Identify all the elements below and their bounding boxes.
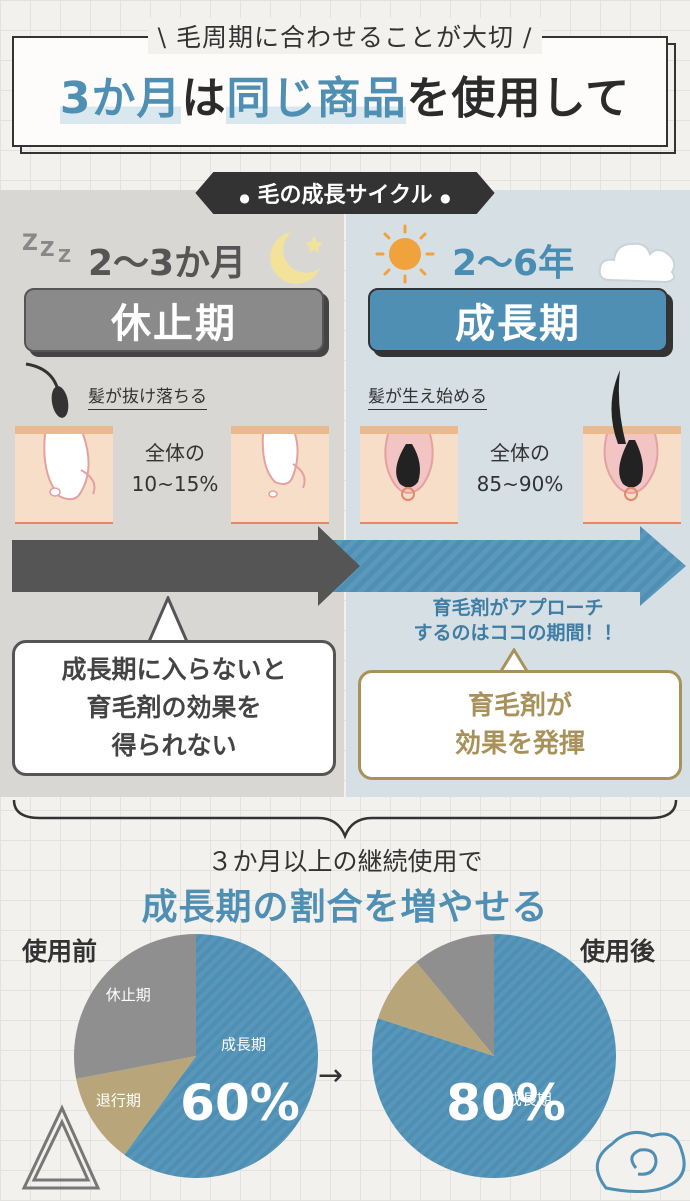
growth-speech-bubble: 育毛剤が 効果を発揮 — [358, 670, 682, 780]
title-highlight-3months: 3か月 — [59, 73, 182, 124]
rest-arrow — [12, 526, 360, 606]
approach-line-2: するのはココの期間！！ — [413, 622, 623, 644]
approach-line-1: 育毛剤がアプローチ — [432, 597, 604, 619]
growth-ratio: 全体の 85~90% — [460, 438, 580, 500]
before-after-arrow: → — [318, 1058, 344, 1093]
title-text-use: を使用して — [406, 73, 631, 124]
before-label: 使用前 — [22, 937, 98, 966]
follicle-icon — [43, 433, 96, 501]
title-highlight-same-product: 同じ商品 — [226, 73, 407, 124]
bottom-title: 成長期の割合を増やせる — [141, 887, 549, 928]
growth-note: 髪が生え始める — [368, 382, 487, 410]
growth-ratio-label: 全体の — [490, 441, 550, 465]
pie-slice-label: 成長期 — [507, 1091, 552, 1109]
pie-center-value: 80% — [446, 1074, 566, 1132]
cloud-icon — [598, 242, 676, 284]
approach-text: 育毛剤がアプローチ するのはココの期間！！ — [346, 596, 690, 646]
rest-bubble-line-1: 成長期に入らないと — [61, 655, 287, 684]
pie-slice — [76, 1056, 196, 1155]
growth-bubble-line-1: 育毛剤が — [467, 691, 572, 721]
growing-hair-icon — [611, 370, 626, 444]
svg-text:Z: Z — [22, 231, 38, 256]
swirl-doodle-icon — [595, 1130, 686, 1193]
rest-phase-label: 休止期 — [24, 288, 324, 352]
triangle-doodle-icon — [21, 1104, 101, 1190]
rest-note: 髪が抜け落ちる — [88, 382, 207, 410]
growth-duration: 2〜6年 — [452, 243, 575, 284]
svg-text:Z: Z — [58, 246, 71, 266]
bottom-subtitle: ３か月以上の継続使用で — [207, 847, 483, 876]
svg-text:Z: Z — [40, 237, 55, 261]
sun-icon — [375, 224, 435, 284]
dot-icon: ● — [440, 191, 451, 205]
growth-bubble-line-2: 効果を発揮 — [454, 729, 585, 759]
pie-slice — [124, 934, 319, 1178]
follicle-growth-1 — [360, 426, 458, 524]
pie-slice-label: 成長期 — [221, 1035, 266, 1053]
after-label: 使用後 — [580, 937, 656, 966]
cycle-label-wrap: ● 毛の成長サイクル ● — [0, 172, 690, 214]
pie-slice — [416, 934, 494, 1056]
moon-icon — [270, 232, 323, 284]
rest-bubble-tail — [145, 596, 191, 646]
cycle-label: ● 毛の成長サイクル ● — [195, 172, 495, 214]
pie-center-value: 60% — [180, 1074, 300, 1132]
follicle-icon — [261, 433, 306, 498]
follicle-icon — [384, 433, 434, 501]
rest-bubble-line-3: 得られない — [111, 731, 237, 760]
pie-slice — [73, 934, 196, 1079]
rest-ratio-value: 10~15% — [131, 472, 219, 496]
pie-slice — [377, 961, 494, 1056]
rest-speech-bubble: 成長期に入らないと 育毛剤の効果を 得られない — [12, 640, 336, 776]
pie-slice-label: 休止期 — [106, 986, 151, 1004]
follicle-icon — [603, 433, 659, 501]
follicle-rest-2 — [231, 426, 329, 524]
growth-ratio-value: 85~90% — [476, 472, 564, 496]
rest-duration: 2〜3か月 — [88, 243, 247, 284]
header-title: 3か月は同じ商品を使用して — [0, 62, 690, 126]
follicle-rest-1 — [15, 426, 113, 524]
curly-brace — [12, 799, 678, 840]
growth-arrow — [320, 526, 686, 606]
pie-slice-label: 退行期 — [96, 1091, 141, 1109]
falling-hair-icon — [25, 362, 69, 418]
title-text-ha: は — [181, 73, 227, 124]
header-subtitle: \ 毛周期に合わせることが大切 / — [147, 18, 543, 54]
cycle-arrows — [12, 526, 686, 606]
rest-ratio-label: 全体の — [145, 441, 205, 465]
follicle-growth-2 — [583, 426, 681, 524]
sleep-zzz-icon: Z Z Z — [22, 231, 71, 266]
header-subtitle-wrap: \ 毛周期に合わせることが大切 / — [0, 18, 690, 54]
rest-bubble-line-2: 育毛剤の効果を — [86, 693, 262, 722]
growth-phase-label: 成長期 — [368, 288, 668, 352]
cycle-label-text: 毛の成長サイクル — [257, 183, 433, 208]
rest-ratio: 全体の 10~15% — [120, 438, 230, 500]
dot-icon: ● — [239, 191, 250, 205]
